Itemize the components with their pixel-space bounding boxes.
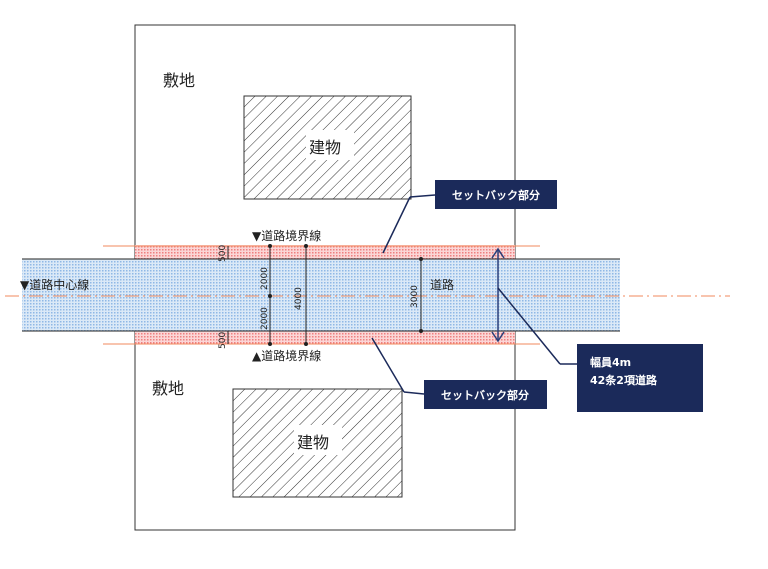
svg-text:セットバック部分: セットバック部分	[452, 188, 540, 202]
dim-half-bottom: 2000	[260, 307, 270, 330]
dim-setback-bottom: 500	[218, 332, 228, 349]
road-label: 道路	[430, 277, 454, 292]
callout-setback-top: セットバック部分	[435, 180, 557, 209]
dim-setback-top: 500	[218, 245, 228, 262]
site-label-bottom: 敷地	[152, 379, 184, 398]
road-width-arrow	[491, 247, 505, 343]
dim-half-top: 2000	[260, 267, 270, 290]
building-label-top: 建物	[309, 138, 341, 157]
road-band	[22, 259, 620, 331]
boundary-label-bottom: ▲道路境界線	[252, 348, 321, 363]
svg-text:42条2項道路: 42条2項道路	[590, 373, 658, 387]
center-line-label: ▼道路中心線	[20, 277, 89, 292]
svg-text:セットバック部分: セットバック部分	[441, 388, 529, 402]
svg-text:幅員4m: 幅員4m	[590, 355, 631, 369]
dim-full-width: 4000	[294, 287, 304, 310]
building-label-bottom: 建物	[297, 433, 329, 452]
setback-top-band	[135, 245, 515, 259]
dimension-lines	[227, 244, 423, 346]
callout-road-info: 幅員4m 42条2項道路	[577, 344, 703, 412]
dim-existing-width: 3000	[410, 285, 420, 308]
site-label-top: 敷地	[163, 71, 195, 90]
boundary-label-top: ▼道路境界線	[252, 228, 321, 243]
callout-setback-bottom: セットバック部分	[424, 380, 547, 409]
leader-lines	[371, 194, 577, 395]
setback-bottom-band	[135, 331, 515, 344]
